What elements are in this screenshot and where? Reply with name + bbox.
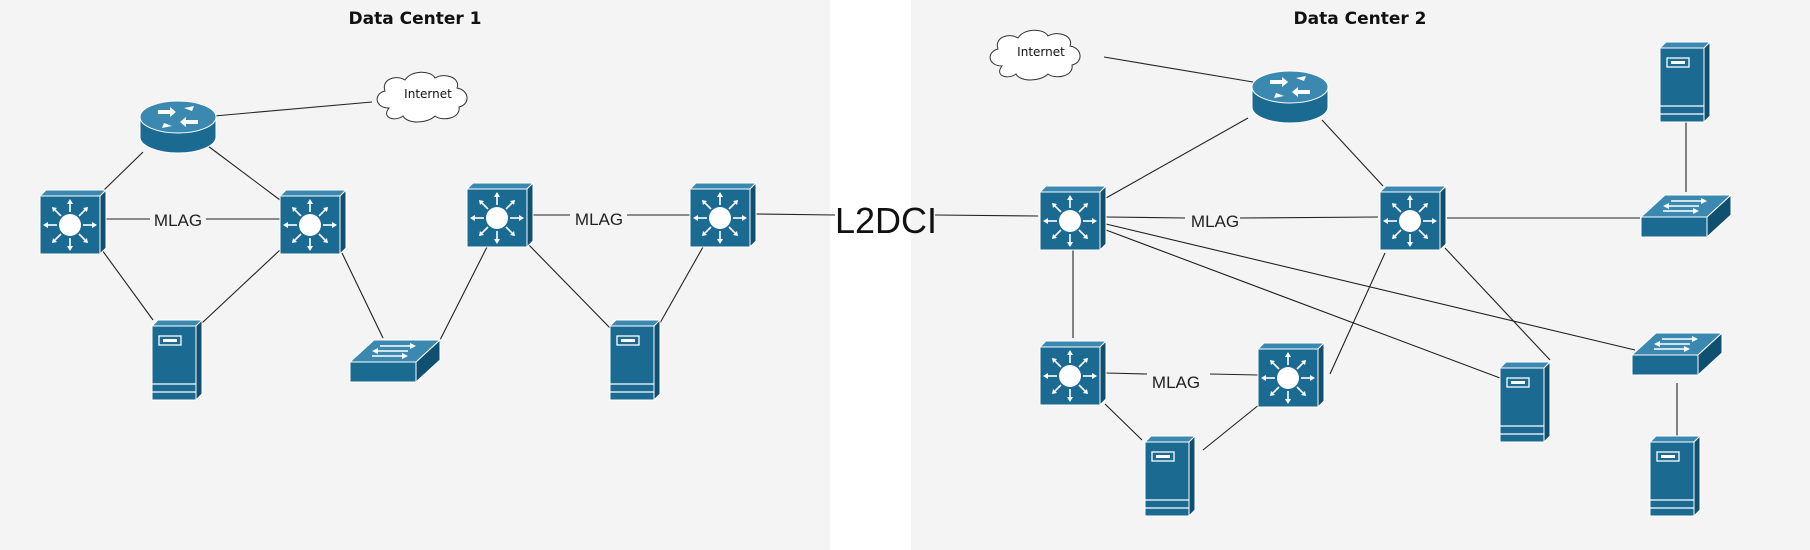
dc2-server-bottom-icon xyxy=(1144,435,1196,517)
dc2-mlag-label-b: MLAG xyxy=(1152,373,1200,392)
dc2-core-switch-a-icon xyxy=(1039,185,1107,251)
dc1-border-switch-a-icon xyxy=(466,182,534,248)
dc1-router-icon xyxy=(139,100,217,154)
dc2-links xyxy=(934,56,1687,451)
l2dci-label: L2DCI xyxy=(835,200,937,241)
dc2-leaf-switch-b-icon xyxy=(1257,342,1325,408)
dc2-core-switch-b-icon xyxy=(1379,185,1447,251)
data-center-2-title: Data Center 2 xyxy=(1294,9,1427,29)
dc1-internet-label: Internet xyxy=(404,87,452,101)
dc1-server-a-icon xyxy=(151,319,203,401)
dc1-mlag-label-b: MLAG xyxy=(575,210,623,229)
dc2-server-top-icon xyxy=(1659,41,1711,123)
dc2-internet-cloud-icon: Internet xyxy=(989,29,1081,81)
data-center-1-title: Data Center 1 xyxy=(349,9,482,29)
dc2-router-icon xyxy=(1251,70,1329,124)
dc2-server-right-icon xyxy=(1649,435,1701,517)
dc2-mlag-label-a: MLAG xyxy=(1191,212,1239,231)
dc1-server-b-icon xyxy=(609,319,661,401)
dc1-links xyxy=(101,101,836,341)
dc1-internet-cloud-icon: Internet xyxy=(376,71,468,123)
dc1-mlag-label-a: MLAG xyxy=(154,211,202,230)
dc1-core-switch-b-icon xyxy=(279,189,347,255)
dc2-internet-label: Internet xyxy=(1017,45,1065,59)
dc1-core-switch-a-icon xyxy=(39,189,107,255)
dc2-leaf-switch-a-icon xyxy=(1039,340,1107,406)
dc2-server-mid-icon xyxy=(1499,361,1551,443)
dc1-border-switch-b-icon xyxy=(689,182,757,248)
